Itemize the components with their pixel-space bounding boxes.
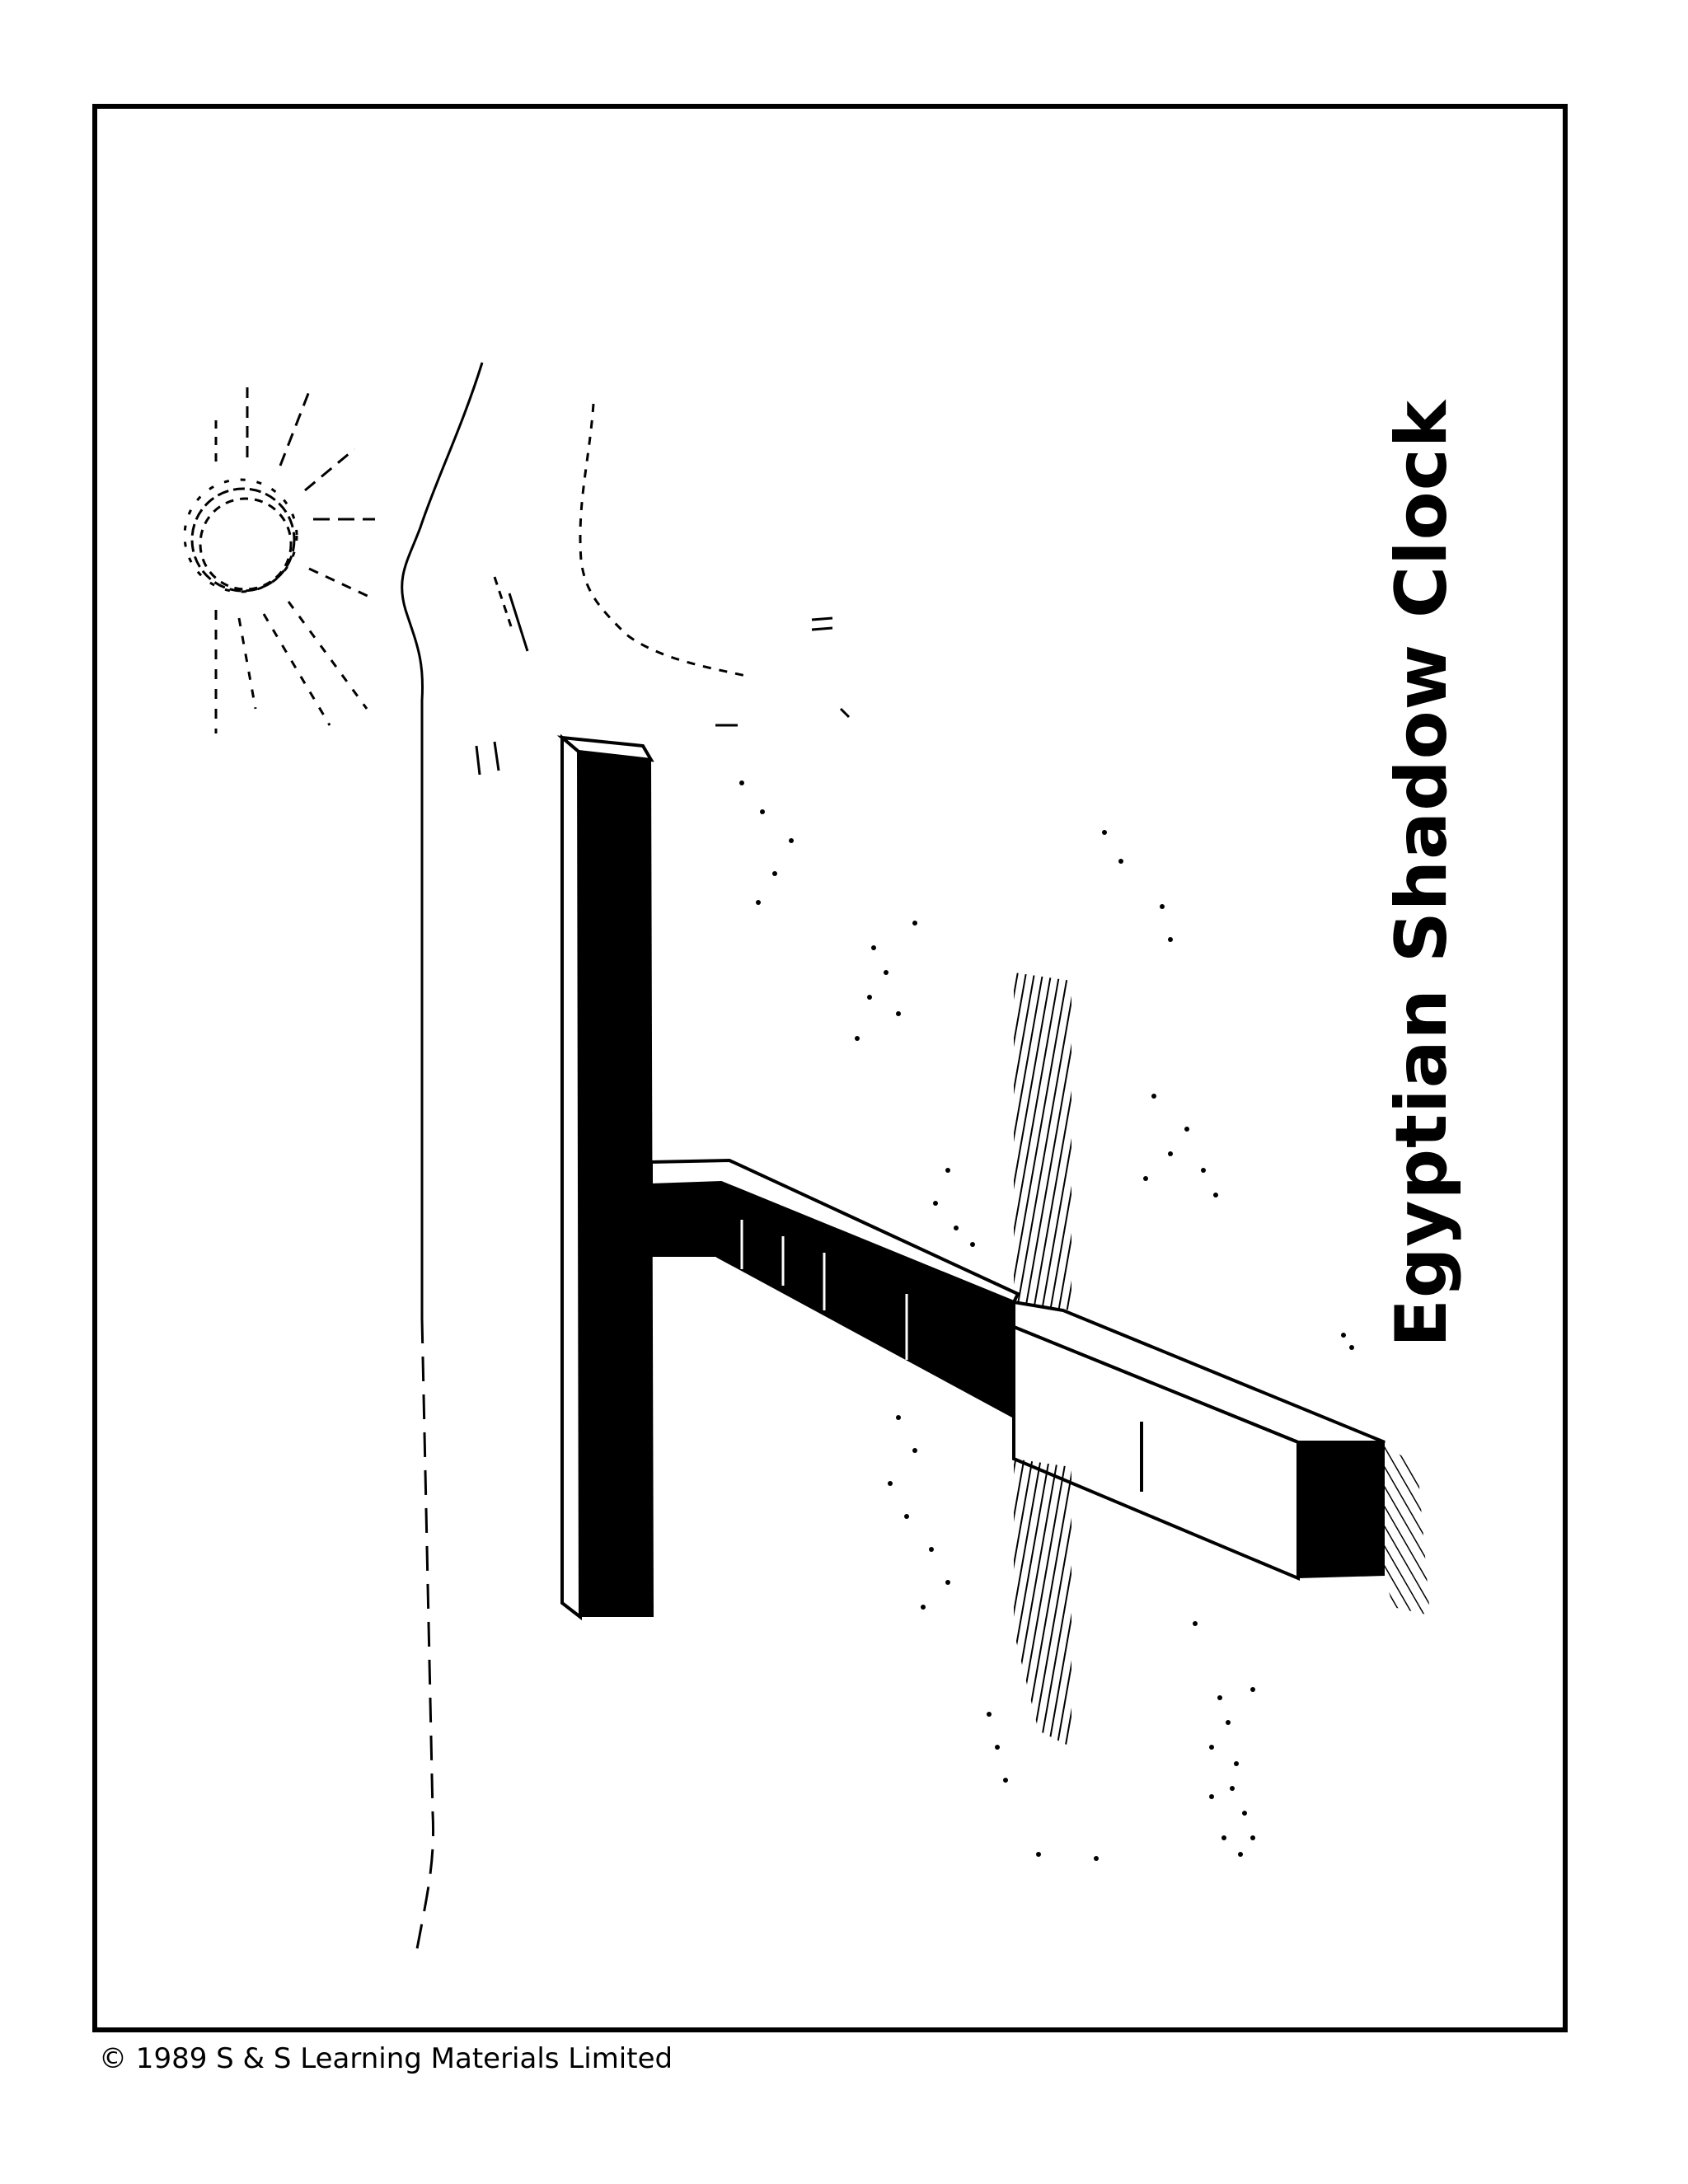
upright-post — [556, 733, 654, 1621]
copyright-notice: © 1989 S & S Learning Materials Limited — [99, 2042, 673, 2075]
page-title: Egyptian Shadow Clock — [1381, 400, 1463, 1347]
ground-line — [401, 362, 851, 1954]
sun-icon — [183, 387, 375, 733]
sundial-arm — [649, 1158, 1386, 1582]
shadow-hatching — [1014, 972, 1430, 1747]
page-border — [92, 104, 1568, 2032]
ground-stipple — [739, 780, 1354, 1861]
